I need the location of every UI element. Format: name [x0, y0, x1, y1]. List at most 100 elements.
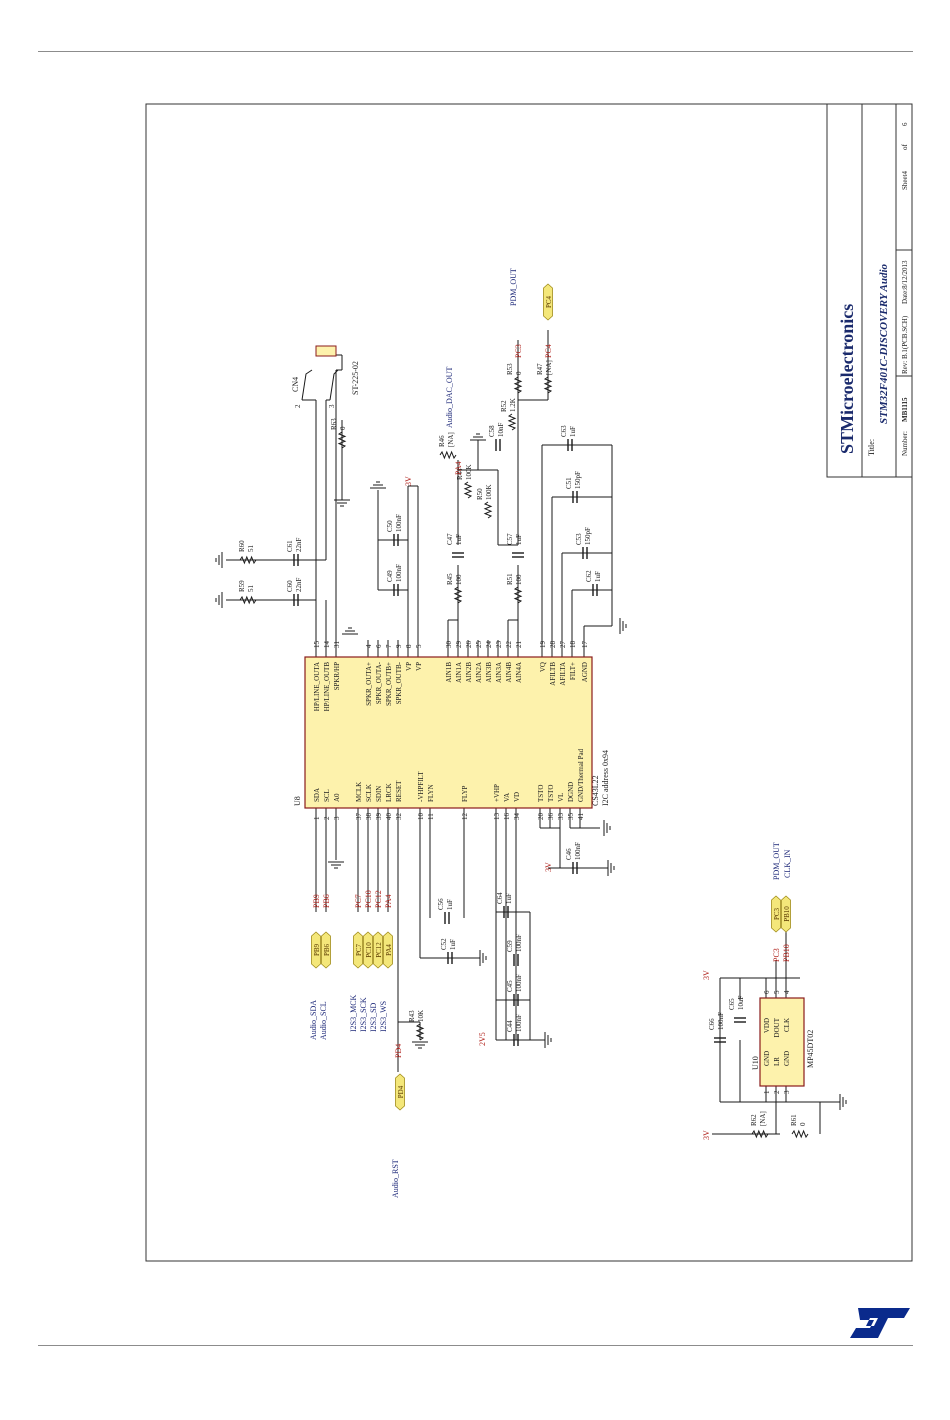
- component-value: 1uF: [515, 534, 523, 545]
- u8-pin-name: AIN4A: [515, 662, 523, 683]
- component-ref: C51: [565, 477, 573, 489]
- u8-pin-number: 5: [415, 644, 423, 648]
- component-value: 1uF: [569, 426, 577, 437]
- u8-pin-name: LRCK: [385, 783, 393, 802]
- u8-pin-number: 41: [577, 813, 585, 821]
- u8-right-pins: HP/LINE_OUTA15HP/LINE_OUTB14SPKR/HP31SPK…: [313, 641, 589, 712]
- net-tag-label: PC7: [355, 943, 363, 956]
- component-ref: C45: [506, 980, 514, 992]
- net-tag: PB6: [321, 931, 331, 969]
- net-label-3v-top: 3V: [404, 476, 413, 486]
- net-tag: PC7: [353, 931, 363, 969]
- u8-pin-number: 7: [385, 644, 393, 648]
- ground-icon: [839, 1094, 847, 1110]
- component-value: 22nF: [295, 538, 303, 553]
- st-logo-icon: [850, 1308, 910, 1338]
- signal-i2s3-ws: I2S3_WS: [379, 1001, 388, 1032]
- ground-icon: [470, 433, 486, 441]
- component-value: 100K: [465, 464, 473, 480]
- u8-ref: U8: [293, 796, 302, 806]
- net-labels: PB9 PB6 PC7 PC10 PC12 PA4 PD4 PA4 PC3 PC…: [312, 344, 791, 1140]
- cn4-ref: CN4: [291, 377, 300, 392]
- signal-audio-scl: Audio_SCL: [319, 1001, 328, 1040]
- net-tag-label: PC4: [545, 295, 553, 308]
- component-ref: R59: [238, 580, 246, 592]
- component-ref: R43: [408, 1010, 416, 1022]
- component-value: 1.2K: [509, 398, 517, 412]
- u8-pin-number: 34: [513, 813, 521, 821]
- u8-pin-name: AIN3A: [495, 662, 503, 683]
- u8-pin-number: 38: [365, 813, 373, 821]
- component-ref: C56: [437, 898, 445, 910]
- u8-pin-number: 37: [355, 813, 363, 821]
- u8-pin-number: 13: [493, 813, 501, 821]
- u8-pin-name: SDIN: [375, 786, 383, 802]
- net-label-pc4: PC4: [544, 344, 553, 358]
- net-label-3v-mic: 3V: [702, 970, 711, 980]
- u8-pin-number: 36: [547, 813, 555, 821]
- title-number-label: Number:: [901, 431, 909, 456]
- u8-pin-name: SDA: [313, 788, 321, 802]
- ground-icon: [607, 860, 615, 876]
- u8-pin-name: AIN2A: [475, 662, 483, 683]
- title-company: STMicroelectronics: [837, 304, 857, 454]
- title-rev: Rev: B.1(PCB.SCH): [901, 315, 909, 374]
- component-value: 150pF: [574, 471, 582, 489]
- net-label-pc10: PC10: [364, 890, 373, 908]
- component-value: 1uF: [505, 893, 513, 904]
- u8-pin-name: AIN1B: [445, 662, 453, 683]
- u8-pin-number: 24: [485, 641, 493, 649]
- net-label-pa4: PA4: [384, 895, 393, 909]
- net-tag-label: PA4: [385, 944, 393, 956]
- u8-pin-name: AFILTB: [549, 662, 557, 686]
- u8-pin-name: GND/Thermal Pad: [577, 748, 585, 802]
- component-value: 100nF: [395, 564, 403, 582]
- title-label: Title:: [867, 439, 876, 456]
- net-tag-label: PB6: [323, 943, 331, 956]
- component-value: 0: [799, 1122, 807, 1126]
- u8-pin-number: 4: [365, 644, 373, 648]
- u8-pin-name: VP: [415, 662, 423, 671]
- component-ref: C58: [488, 425, 496, 437]
- cn4-part: ST-225-02: [351, 361, 360, 395]
- u8-pin-name: AFILTA: [559, 662, 567, 686]
- u8-pin-name: A0: [333, 793, 341, 802]
- component-value: 100nF: [717, 1012, 725, 1030]
- u8-body: [304, 656, 593, 809]
- ground-icon: [603, 820, 611, 836]
- u8-pin-name: TSTO: [547, 785, 555, 802]
- net-tag-label: PB10: [783, 906, 791, 922]
- u10-body: [759, 997, 805, 1087]
- u8-pin-name: SPKR_OUTB+: [385, 662, 393, 706]
- component-ref: C63: [560, 425, 568, 437]
- component-ref: R60: [238, 540, 246, 552]
- net-tag: PA4: [383, 931, 393, 969]
- signal-i2s3-sd: I2S3_SD: [369, 1002, 378, 1032]
- u8-pin-name: HP/LINE_OUTA: [313, 662, 321, 711]
- u8-pin-name: VP: [405, 662, 413, 671]
- u8-pin-number: 2: [323, 816, 331, 820]
- u8-pin-number: 27: [559, 641, 567, 649]
- u10-pin-name: GND: [783, 1051, 791, 1066]
- u8-pin-number: 17: [581, 641, 589, 649]
